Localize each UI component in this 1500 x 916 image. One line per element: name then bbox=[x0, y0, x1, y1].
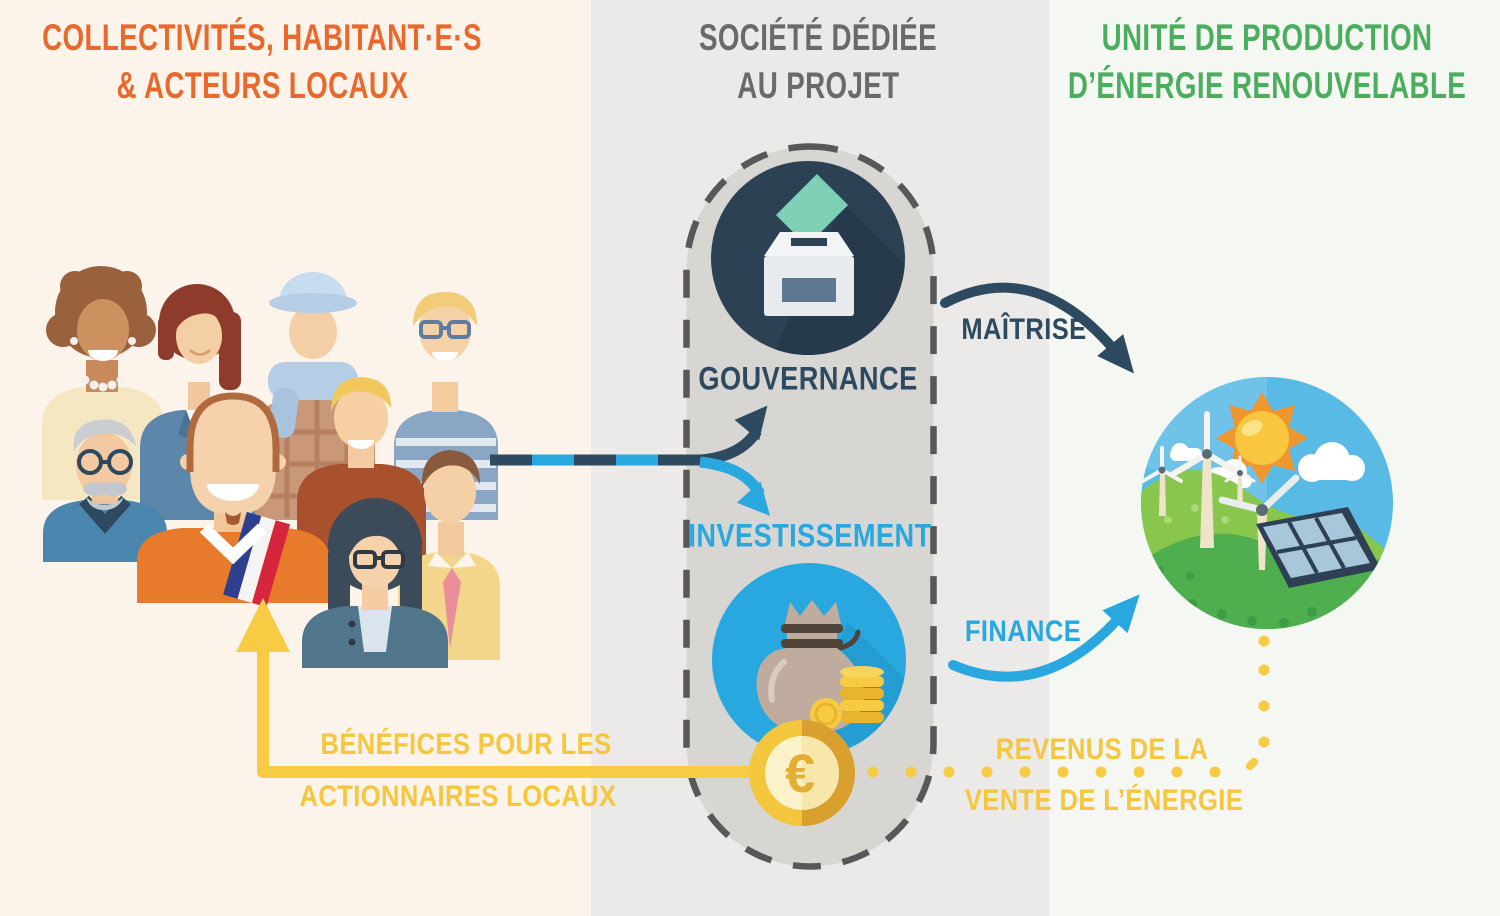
person-mayor bbox=[137, 392, 330, 608]
finance-arrow bbox=[948, 594, 1140, 682]
euro-symbol: € bbox=[785, 744, 815, 804]
solar-panel-icon bbox=[1256, 507, 1381, 588]
company-capsule bbox=[683, 143, 937, 870]
left-title-line1: COLLECTIVITÉS, HABITANT·E·S bbox=[42, 17, 482, 58]
benefits-label-line2: ACTIONNAIRES LOCAUX bbox=[299, 780, 617, 813]
left-title-line2: & ACTEURS LOCAUX bbox=[116, 65, 408, 106]
benefits-arrow bbox=[236, 598, 750, 778]
center-panel-title: SOCIÉTÉ DÉDIÉE AU PROJET bbox=[659, 14, 976, 110]
left-panel-title: COLLECTIVITÉS, HABITANT·E·S & ACTEURS LO… bbox=[0, 14, 555, 110]
revenue-label-line1: REVENUS DE LA bbox=[995, 733, 1209, 766]
benefits-label-line1: BÉNÉFICES POUR LES bbox=[320, 728, 612, 761]
citizens-group-illustration bbox=[42, 266, 500, 668]
pink-tie bbox=[443, 568, 461, 648]
person-dark-hair-glasses-woman bbox=[302, 498, 448, 668]
revenue-dotted-line bbox=[867, 635, 1270, 778]
ballot-box-icon bbox=[764, 173, 854, 316]
finance-label: FINANCE bbox=[964, 615, 1082, 648]
investment-label: INVESTISSEMENT bbox=[688, 517, 932, 554]
euro-coin-icon: € bbox=[749, 720, 855, 826]
wind-turbine-icon bbox=[1141, 411, 1300, 570]
right-title-line2: D’ÉNERGIE RENOUVELABLE bbox=[1067, 65, 1467, 106]
governance-circle bbox=[711, 161, 905, 355]
glasses-icon bbox=[419, 320, 471, 339]
center-title-line2: AU PROJET bbox=[736, 65, 900, 106]
round-glasses-icon bbox=[77, 449, 133, 475]
investment-circle bbox=[712, 563, 906, 757]
right-panel-title: UNITÉ DE PRODUCTION D’ÉNERGIE RENOUVELAB… bbox=[1001, 14, 1500, 110]
right-title-line1: UNITÉ DE PRODUCTION bbox=[1101, 17, 1433, 58]
pearl-necklace bbox=[80, 375, 126, 392]
person-old-man-glasses bbox=[43, 419, 167, 562]
revenue-label-line2: VENTE DE L’ÉNERGIE bbox=[964, 784, 1244, 817]
governance-label: GOUVERNANCE bbox=[698, 360, 918, 397]
coins-stack-icon bbox=[810, 666, 884, 730]
renewable-energy-illustration bbox=[1141, 377, 1393, 629]
glasses-icon bbox=[353, 550, 405, 569]
maitrise-arrow bbox=[940, 282, 1134, 374]
participation-arrow bbox=[490, 405, 771, 516]
center-title-line1: SOCIÉTÉ DÉDIÉE bbox=[698, 17, 938, 58]
maitrise-label: MAÎTRISE bbox=[961, 313, 1087, 346]
